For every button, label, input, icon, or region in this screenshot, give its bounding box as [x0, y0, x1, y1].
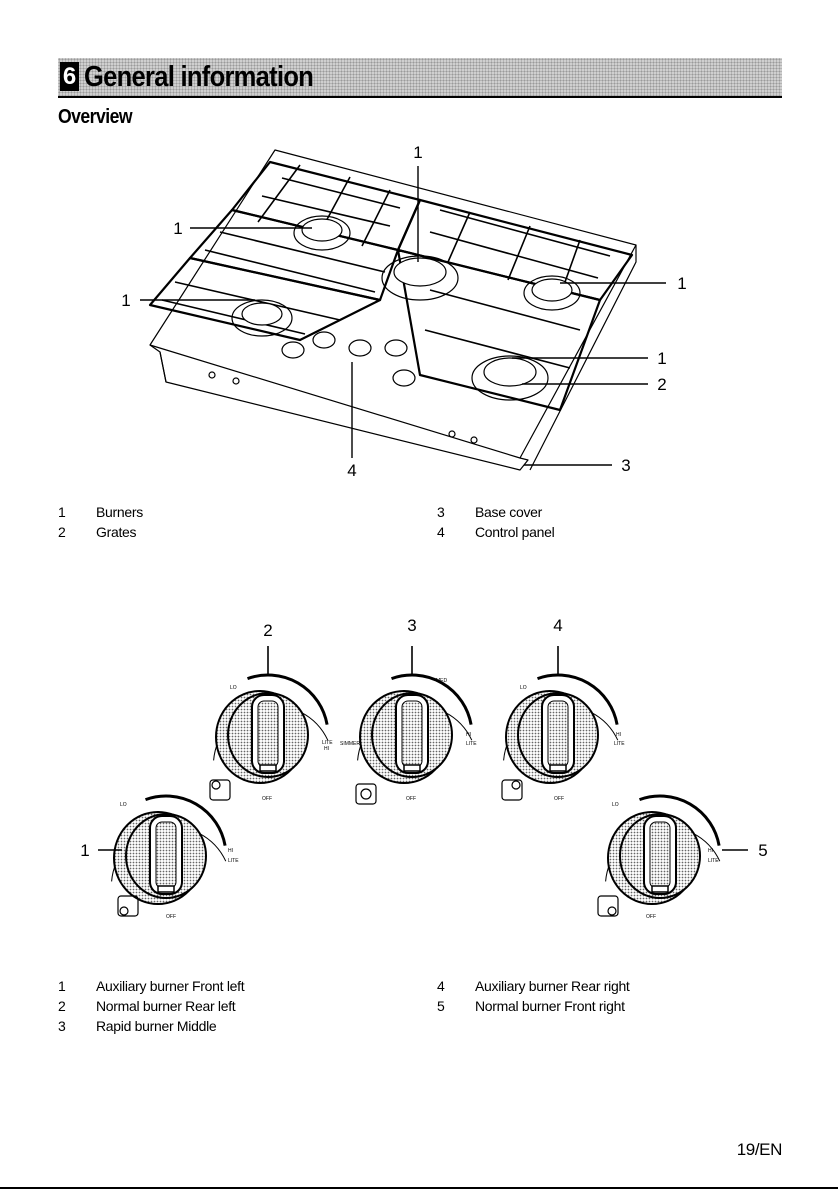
- burner-middle: [381, 255, 459, 301]
- knob4-hi-label: HI: [616, 732, 621, 738]
- rear-right-burner-symbol-icon: [501, 779, 523, 801]
- knob5-lite-label: LITE: [708, 858, 719, 864]
- knob2-hi-label: HI: [324, 746, 329, 752]
- callout-burner-front-left: 1: [121, 291, 130, 310]
- front-right-burner-symbol-icon: [597, 895, 619, 917]
- front-left-burner-symbol-icon: [117, 895, 139, 917]
- callout-base-cover: 3: [621, 456, 630, 475]
- knob1-lo-label: LO: [120, 802, 127, 808]
- burner-front-right: [471, 355, 549, 401]
- callout-grates: 2: [657, 375, 666, 394]
- knob4-lo-label: LO: [520, 685, 527, 691]
- knob1-lite-label: LITE: [228, 858, 239, 864]
- hob-top-surface: [149, 149, 637, 459]
- control-panel-knobs: [281, 331, 416, 387]
- grate-left: [148, 256, 382, 342]
- hob-overview-figure: 1 1 1 1 1 2 3 4: [121, 143, 686, 480]
- callout-burner-rear-left: 1: [173, 219, 182, 238]
- callout-knob-rear-left: 2: [263, 621, 272, 640]
- page-number: 19/EN: [736, 1140, 783, 1159]
- knob3-med-label: MED: [436, 678, 448, 684]
- knob-rear-right: [503, 673, 619, 784]
- knob2-lo-label: LO: [230, 685, 237, 691]
- callout-burner-front-right: 1: [657, 349, 666, 368]
- hob-front-body: [149, 344, 529, 471]
- knob5-off-label: OFF: [646, 914, 656, 920]
- callout-burner-rear-middle: 1: [413, 143, 422, 162]
- grate-front-right: [396, 248, 602, 412]
- knob3-off-label: OFF: [406, 796, 416, 802]
- knob2-off-label: OFF: [262, 796, 272, 802]
- section-header: 6 General information: [58, 58, 782, 98]
- burner-front-left: [231, 299, 293, 337]
- knob-front-right: [605, 794, 721, 905]
- knob5-hi-label: HI: [708, 848, 713, 854]
- knob-middle: [357, 673, 473, 784]
- middle-burner-symbol-icon: [355, 783, 377, 805]
- callout-knob-front-right: 5: [758, 841, 767, 860]
- knob5-lo-label: LO: [612, 802, 619, 808]
- knob4-lite-label: LITE: [614, 741, 625, 747]
- knob3-hi-label: HI: [466, 732, 471, 738]
- knob4-off-label: OFF: [554, 796, 564, 802]
- callout-knob-middle: 3: [407, 616, 416, 635]
- knob3-lite-label: LITE: [466, 741, 477, 747]
- section-subtitle: Overview: [58, 106, 133, 128]
- knob2-lite-label: LITE: [322, 740, 333, 746]
- callout-knob-rear-right: 4: [553, 616, 562, 635]
- chapter-number: 6: [60, 62, 79, 91]
- knob3-simmer-label: SIMMER: [340, 741, 360, 747]
- callout-burner-rear-right: 1: [677, 274, 686, 293]
- knob-rear-left: [213, 673, 329, 784]
- rear-left-burner-symbol-icon: [209, 779, 231, 801]
- knob-front-left: [111, 794, 227, 905]
- burner-rear-right: [523, 275, 581, 311]
- knob1-off-label: OFF: [166, 914, 176, 920]
- chapter-title: General information: [84, 61, 314, 93]
- burner-rear-left: [293, 215, 351, 251]
- knob1-hi-label: HI: [228, 848, 233, 854]
- callout-control-panel: 4: [347, 461, 356, 480]
- callout-knob-front-left: 1: [80, 841, 89, 860]
- footer-rule: [0, 1187, 838, 1189]
